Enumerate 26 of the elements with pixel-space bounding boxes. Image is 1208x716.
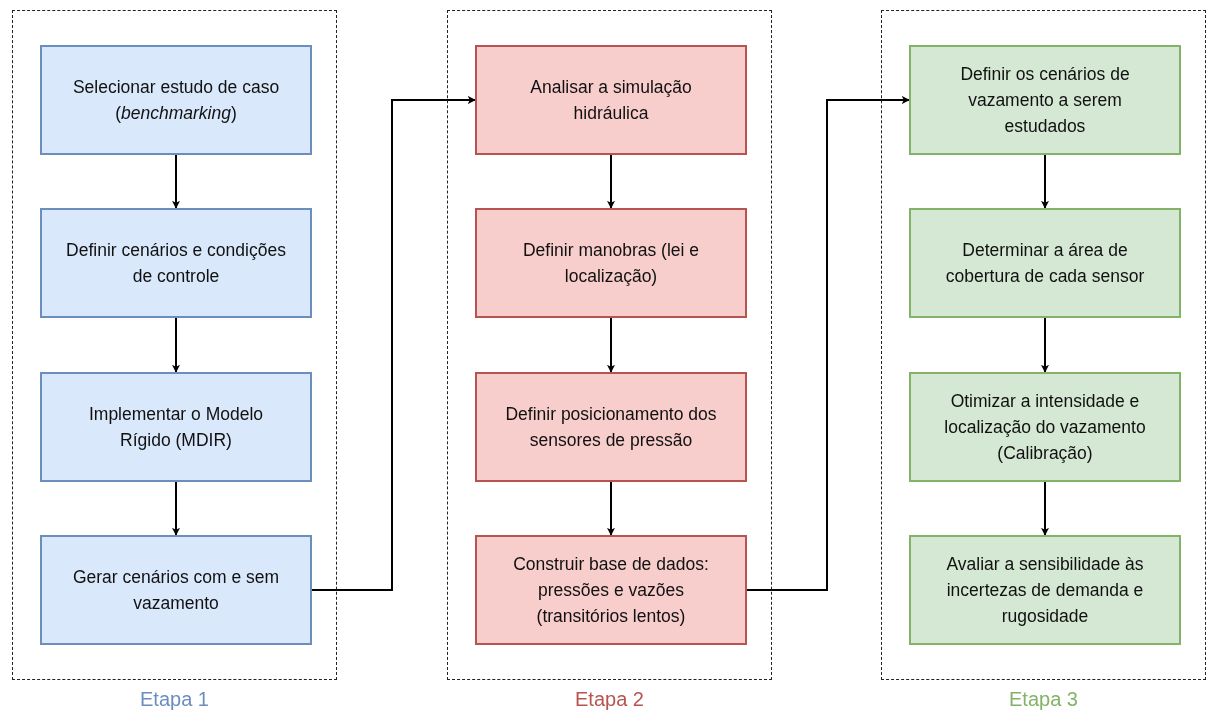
process-box: Gerar cenários com e sem vazamento xyxy=(40,535,312,645)
arrow xyxy=(1041,317,1049,373)
arrow xyxy=(172,317,180,373)
process-box: Avaliar a sensibilidade às incertezas de demanda e rugosidade xyxy=(909,535,1181,645)
stage-heading: Etapa 1 xyxy=(139,688,210,711)
arrow xyxy=(607,481,615,536)
process-box: Definir os cenários de vazamento a serem estudados xyxy=(909,45,1181,155)
process-box: Construir base de dados: pressões e vazões (transitórios lentos) xyxy=(475,535,747,645)
arrow xyxy=(607,317,615,373)
process-box: Implementar o Modelo Rígido (MDIR) xyxy=(40,372,312,482)
process-box: Definir posicionamento dos sensores de pressão xyxy=(475,372,747,482)
process-box: Otimizar a intensidade e localização do vazamento (Calibração) xyxy=(909,372,1181,482)
process-box: Definir manobras (lei e localização) xyxy=(475,208,747,318)
arrow xyxy=(311,96,476,591)
arrow xyxy=(607,154,615,209)
arrow xyxy=(172,481,180,536)
arrow xyxy=(1041,154,1049,209)
process-box: Analisar a simulação hidráulica xyxy=(475,45,747,155)
arrow xyxy=(746,96,910,591)
process-box: Determinar a área de cobertura de cada sensor xyxy=(909,208,1181,318)
arrow xyxy=(172,154,180,209)
process-box: Selecionar estudo de caso (benchmarking) xyxy=(40,45,312,155)
process-box: Definir cenários e condições de controle xyxy=(40,208,312,318)
stage-heading: Etapa 2 xyxy=(574,688,645,711)
stage-heading: Etapa 3 xyxy=(1008,688,1079,711)
arrow xyxy=(1041,481,1049,536)
